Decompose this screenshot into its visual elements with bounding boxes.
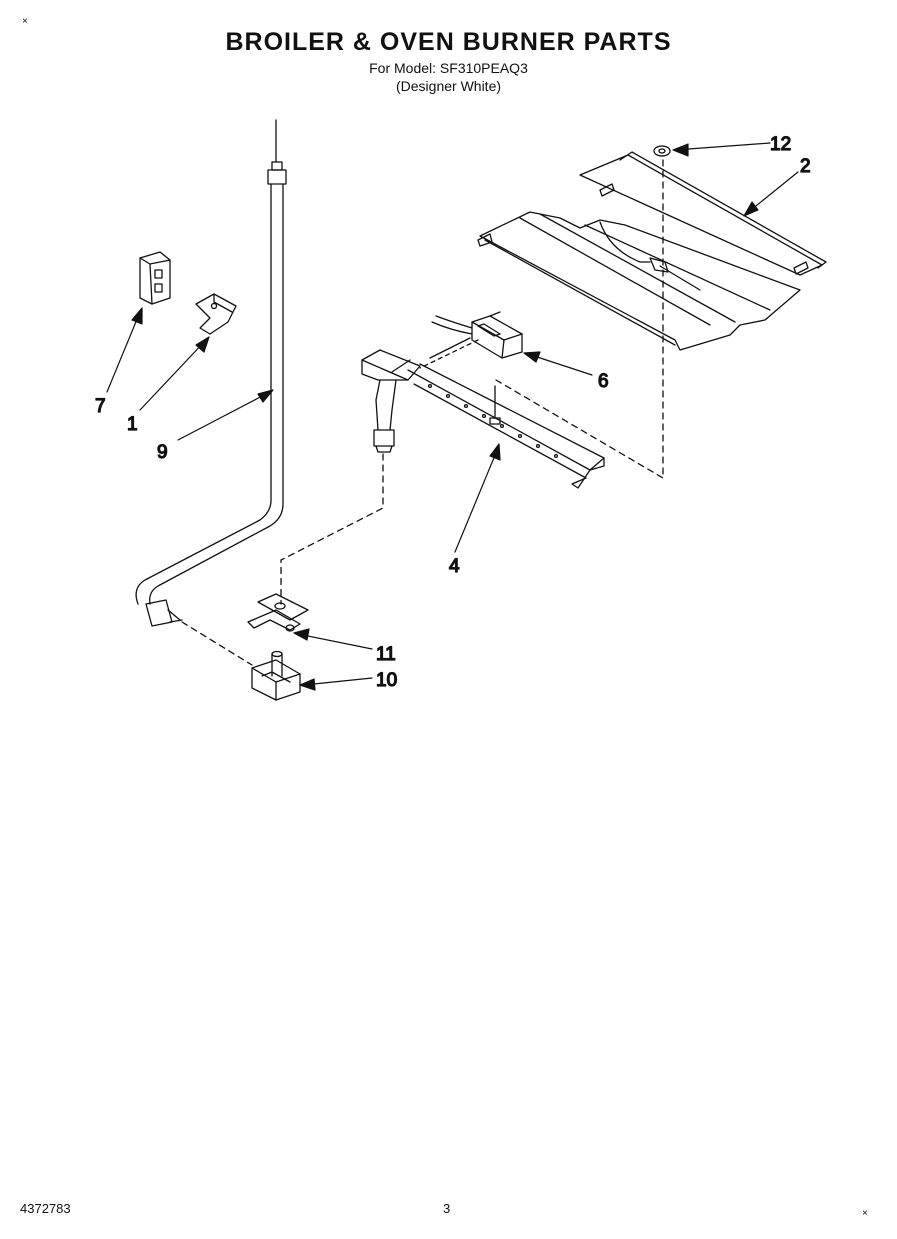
callout-7: 7	[95, 396, 106, 417]
bracket-icon	[247, 593, 309, 632]
corner-mark-bottom: ×	[862, 1208, 868, 1219]
doc-number: 4372783	[20, 1201, 71, 1216]
leader-lines	[106, 142, 799, 691]
callout-4: 4	[449, 556, 460, 577]
callout-10: 10	[376, 670, 397, 691]
gas-tube-icon	[135, 119, 287, 627]
terminal-block-icon	[139, 251, 171, 305]
burner-ports	[427, 383, 559, 459]
leader-dashed-6	[419, 339, 479, 369]
page-title: BROILER & OVEN BURNER PARTS	[225, 28, 672, 56]
callout-6: 6	[598, 371, 609, 392]
callout-9: 9	[157, 442, 168, 463]
connector-dashed	[280, 453, 384, 605]
callout-2: 2	[800, 156, 811, 177]
callout-12: 12	[770, 134, 791, 155]
bracket-clip-icon	[195, 293, 237, 335]
burner-shield-icon	[477, 151, 827, 351]
oven-burner-tube-icon	[361, 349, 605, 489]
tube-to-valve-dashed	[181, 621, 253, 666]
page-number: 3	[443, 1201, 451, 1216]
valve-icon	[251, 650, 301, 701]
callout-11: 11	[376, 644, 396, 665]
igniter-icon	[431, 311, 523, 359]
corner-mark: ×	[22, 16, 28, 27]
model-line: For Model: SF310PEAQ3	[369, 60, 528, 76]
alignment-line-2	[495, 379, 664, 479]
callout-1: 1	[127, 414, 138, 435]
variant-line: (Designer White)	[395, 78, 502, 94]
nut-icon	[653, 145, 671, 157]
